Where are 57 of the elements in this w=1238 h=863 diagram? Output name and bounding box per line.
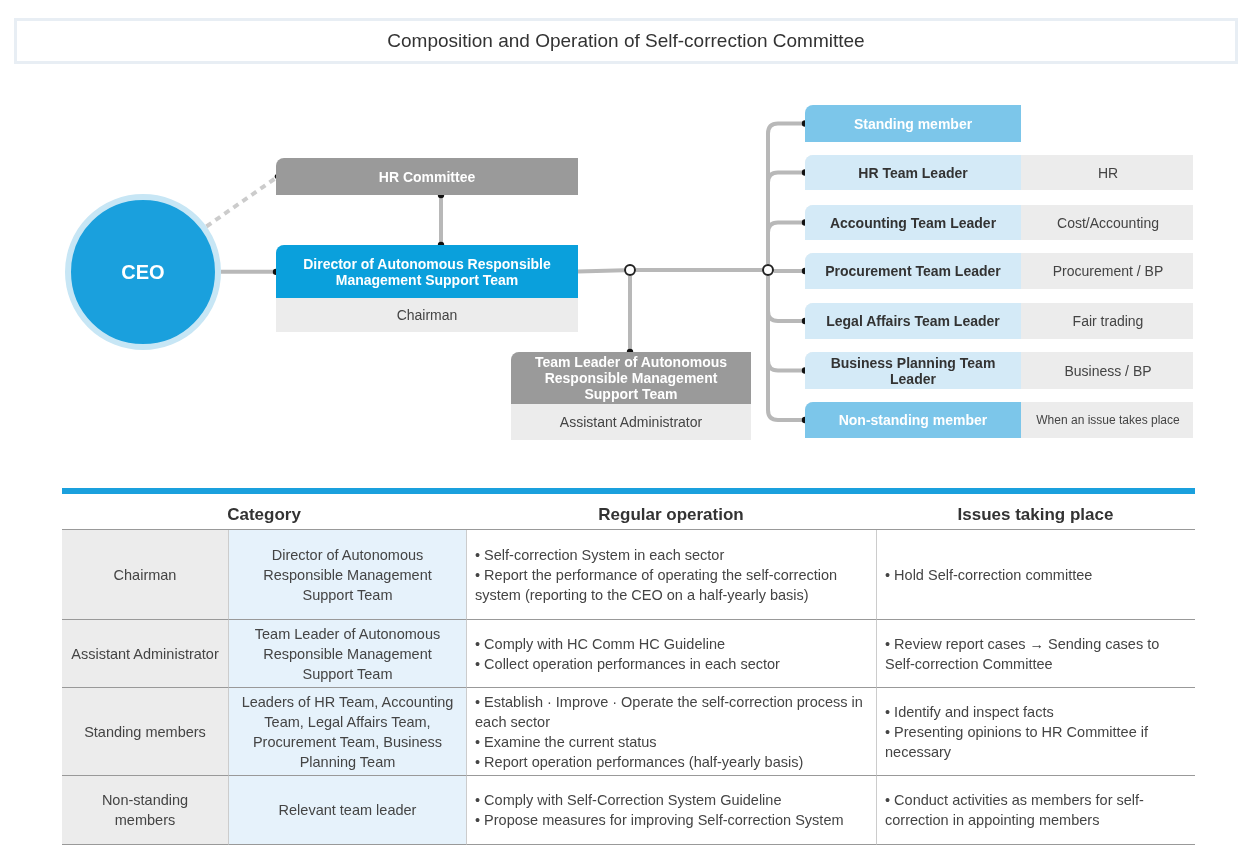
member-row: [805, 402, 1193, 438]
circle-label: CEO: [121, 260, 165, 284]
role-area: Cost/Accounting: [1023, 205, 1193, 240]
role-label: Chairman: [395, 306, 459, 325]
cell-text: • Comply with Self-Correction System Guideline: [475, 791, 783, 810]
column-header: Category: [227, 504, 301, 525]
cell-text: • Examine the current status: [475, 732, 658, 752]
box-heading: Non-standing member: [805, 402, 1021, 438]
box-heading: Standing member: [805, 105, 1021, 142]
box-heading: Accounting Team Leader: [805, 205, 1021, 240]
box-heading: HR Committee: [276, 158, 578, 195]
connector-line: [577, 268, 625, 274]
role-label: Assistant Administrator: [558, 413, 704, 432]
box-heading: Procurement Team Leader: [805, 253, 1021, 289]
cell-text: • Presenting opinions to HR Committee if necessary: [885, 722, 1149, 762]
role-area: When an issue takes place: [1023, 402, 1193, 438]
org-box: [511, 352, 751, 440]
role-area: Fair trading: [1023, 303, 1193, 339]
cell-text: Team Leader of Autonomous Responsible Management Support Team: [253, 624, 442, 684]
box-heading: Business Planning Team Leader: [805, 352, 1021, 389]
cell-text: Assistant Administrator: [71, 644, 219, 664]
cell-text: • Identify and inspect facts: [885, 702, 1055, 722]
role-area: Procurement / BP: [1023, 253, 1193, 289]
cell-text: • Collect operation performances in each sector: [475, 654, 781, 674]
cell-text: Director of Autonomous Responsible Management Support Team: [262, 545, 433, 605]
cell-text: • Report operation performances (half-yearly basis): [475, 752, 805, 772]
member-row: [805, 205, 1193, 240]
member-row: [805, 303, 1193, 339]
box-heading: Team Leader of Autonomous Responsible Management Support Team: [511, 352, 751, 404]
member-row: [805, 253, 1193, 289]
cell-text: • Propose measures for improving Self-correction System: [475, 811, 845, 830]
cell-text: • Comply with HC Comm HC Guideline: [475, 634, 727, 654]
cell-text: • Review report cases → Sending cases to Self-correction Committee: [885, 634, 1161, 674]
cell-text: • Hold Self-correction committee: [885, 565, 1094, 585]
cell-text: Relevant team leader: [278, 801, 417, 820]
cell-text: Standing members: [84, 722, 206, 742]
cell-text: Non-standing members: [100, 791, 190, 830]
cell-text: • Establish · Improve · Operate the self-correction process in each sector: [475, 692, 864, 732]
connector-line: [636, 268, 762, 272]
org-box: [276, 245, 578, 332]
box-heading: Director of Autonomous Responsible Management Support Team: [276, 245, 578, 298]
cell-text: • Self-correction System in each sector: [475, 545, 726, 565]
member-row: [805, 155, 1193, 190]
cell-text: Leaders of HR Team, Accounting Team, Legal Affairs Team, Procurement Team, Business Planning Team: [240, 692, 455, 772]
cell-text: • Conduct activities as members for self-correction in appointing members: [885, 791, 1145, 830]
column-header: Issues taking place: [957, 504, 1114, 525]
member-row: [805, 352, 1193, 389]
cell-text: Chairman: [113, 565, 177, 585]
box-heading: Legal Affairs Team Leader: [805, 303, 1021, 339]
role-area: Business / BP: [1023, 352, 1193, 389]
box-heading: HR Team Leader: [805, 155, 1021, 190]
junction-circle: [624, 264, 636, 276]
column-header: Regular operation: [598, 504, 744, 525]
cell-text: • Report the performance of operating the self-correction system (reporting to the CEO on a half-yearly basis): [475, 565, 839, 605]
role-area: HR: [1023, 155, 1193, 190]
diagram-title: Composition and Operation of Self-correction Committee: [14, 18, 1238, 64]
junction-circle: [762, 264, 774, 276]
